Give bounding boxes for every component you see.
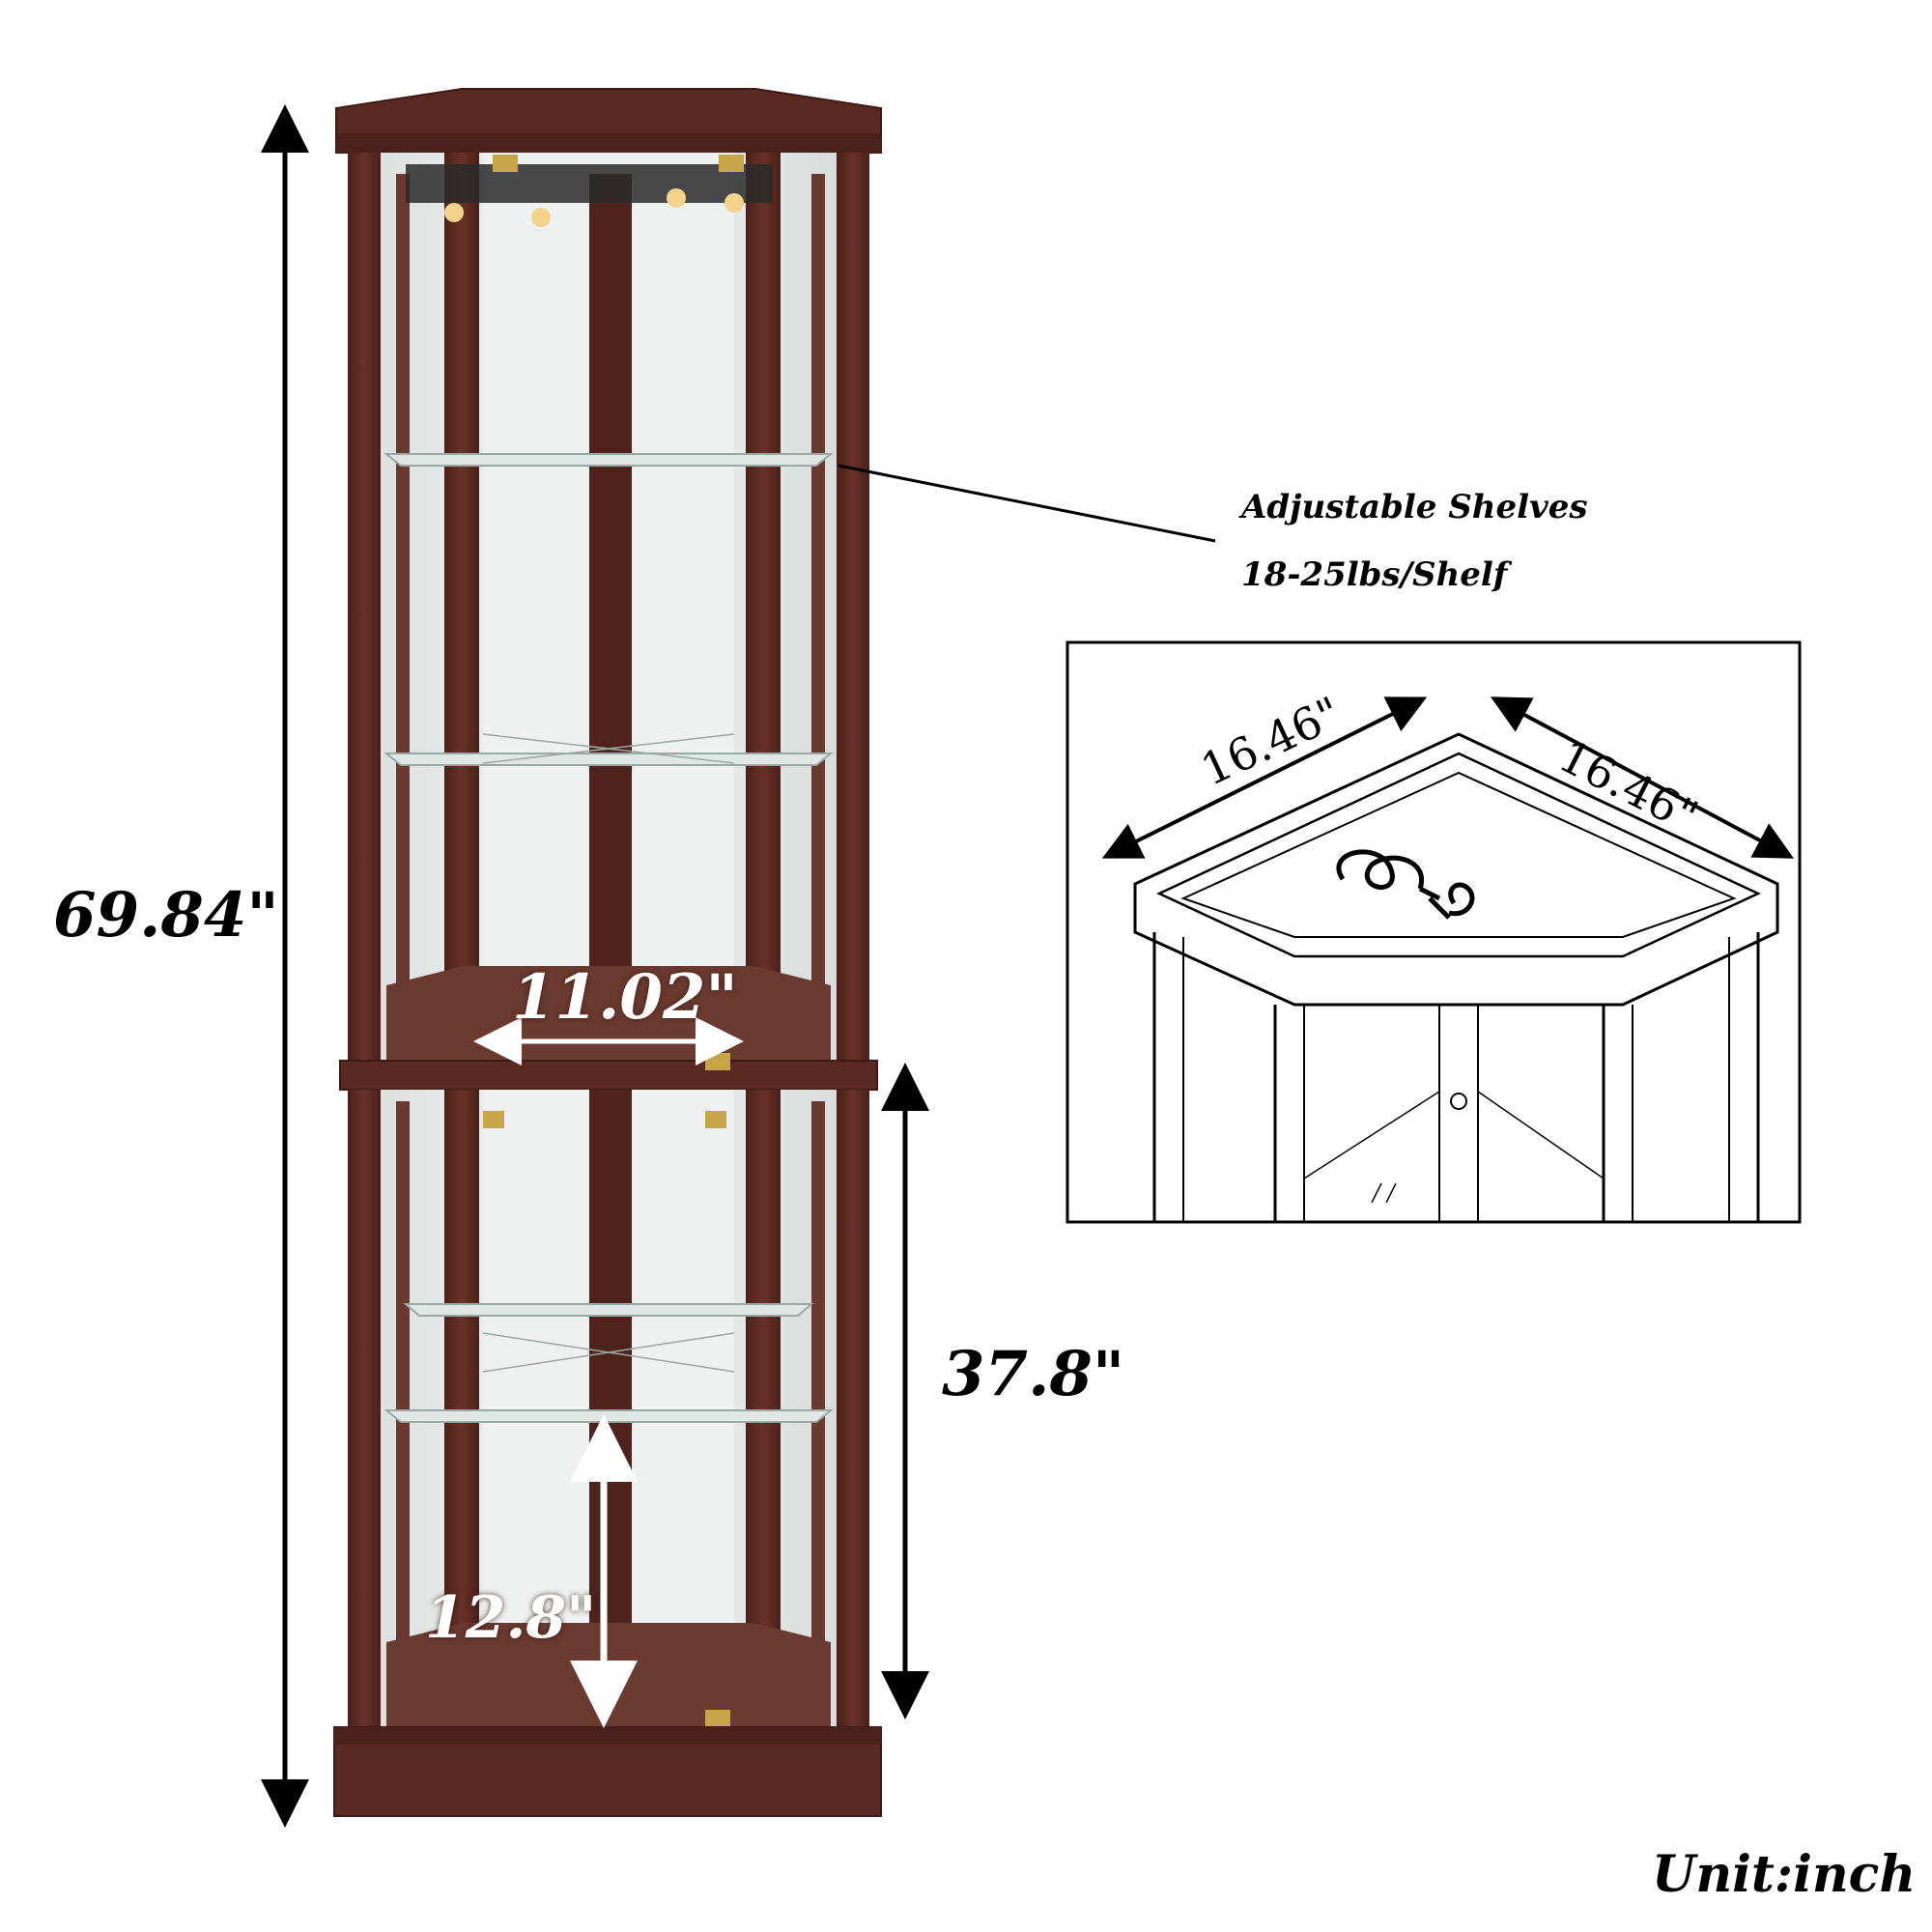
left-front-post	[444, 153, 479, 1061]
callout-shelves-capacity: 18-25lbs/Shelf	[1241, 555, 1508, 594]
curio-cabinet	[333, 88, 882, 1817]
lower-shelves	[384, 1303, 834, 1423]
right-front-post	[746, 153, 781, 1061]
callout-leader-line	[838, 464, 1216, 543]
shelf-width-label: 11.02"	[512, 961, 738, 1034]
middle-rail	[339, 1060, 878, 1091]
hinge	[493, 155, 518, 172]
hinge	[705, 1710, 730, 1727]
left-outer-post	[348, 153, 381, 1061]
top-right-dim-arrow	[1490, 696, 1795, 859]
upper-shelves	[384, 453, 834, 766]
top-left-dim-arrow	[1101, 696, 1428, 859]
hinge	[483, 1111, 504, 1128]
power-cord-icon	[1336, 849, 1475, 920]
back-corner-post	[589, 174, 632, 1061]
callout-shelves-title: Adjustable Shelves	[1241, 488, 1588, 526]
lower-height-label: 37.8"	[942, 1338, 1125, 1410]
unit-label: Unit:inch	[1652, 1845, 1917, 1904]
total-height-label: 69.84"	[53, 879, 279, 952]
right-outer-post	[837, 153, 869, 1061]
hinge	[705, 1111, 726, 1128]
hinge	[705, 1053, 730, 1070]
shelf-spacing-label: 12.8"	[425, 1584, 597, 1652]
interior-lights	[406, 164, 773, 227]
top-view-inset	[1065, 640, 1802, 1224]
hinge	[719, 155, 744, 172]
